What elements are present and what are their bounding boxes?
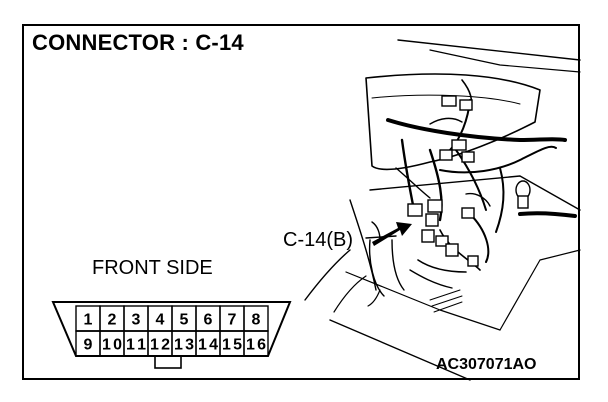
- pin-number-3: 3: [132, 312, 141, 329]
- pin-number-7: 7: [228, 312, 237, 329]
- pin-number-15: 15: [222, 337, 242, 354]
- pin-number-6: 6: [204, 312, 213, 329]
- pin-number-9: 9: [84, 337, 93, 354]
- pin-number-2: 2: [108, 312, 117, 329]
- callout-arrow: [372, 222, 412, 246]
- pin-number-4: 4: [156, 312, 165, 329]
- pin-number-5: 5: [180, 312, 189, 329]
- harness-connectors: [407, 95, 529, 267]
- diagram-title: CONNECTOR : C-14: [32, 30, 244, 55]
- front-side-label: FRONT SIDE: [92, 257, 213, 279]
- diagram-frame: [22, 24, 580, 380]
- pin-number-8: 8: [252, 312, 261, 329]
- reference-code: AC307071AO: [436, 356, 537, 373]
- pin-number-16: 16: [246, 337, 266, 354]
- pin-cell-16: [243, 330, 269, 357]
- pin-number-14: 14: [198, 337, 218, 354]
- connector-callout-label: C-14(B): [283, 229, 354, 251]
- pin-number-10: 10: [102, 337, 122, 354]
- pin-number-12: 12: [150, 337, 170, 354]
- pin-number-1: 1: [84, 312, 93, 329]
- wiring-harness: [386, 79, 577, 289]
- vehicle-interior-sketch: [304, 39, 581, 381]
- pin-number-13: 13: [174, 337, 194, 354]
- pin-number-11: 11: [126, 337, 146, 354]
